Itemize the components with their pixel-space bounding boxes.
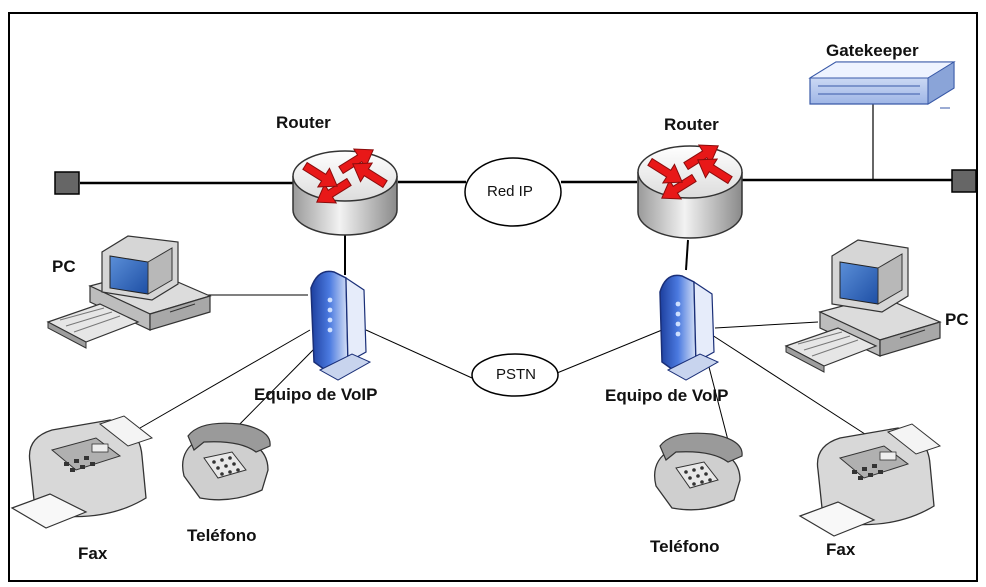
- terminator-left: [54, 171, 80, 195]
- phone-right-label: Teléfono: [650, 537, 720, 556]
- pc-right-icon: [784, 239, 942, 373]
- phone-left-label: Teléfono: [187, 526, 257, 545]
- link-voip-fax-right: [711, 334, 869, 437]
- gatekeeper-icon: [808, 61, 956, 109]
- router-right-label: Router: [664, 115, 719, 134]
- link-voip-pc-right: [714, 321, 819, 329]
- link-voip-pstn-left: [365, 329, 473, 379]
- phone-left-icon: [181, 422, 271, 501]
- pstn-label: PSTN: [496, 366, 537, 383]
- link-router-voip-right: [685, 239, 689, 271]
- router-left-label: Router: [276, 113, 331, 132]
- pc-right-label: PC: [945, 310, 969, 329]
- link-pstn-voip-right: [556, 329, 663, 374]
- router-right-icon: [637, 136, 743, 239]
- pstn-cloud: [471, 353, 559, 397]
- link-voip-phone-left: [227, 344, 319, 437]
- link-voip-fax-left: [139, 329, 311, 429]
- gatekeeper-label: Gatekeeper: [826, 41, 919, 60]
- pc-left-icon: [46, 235, 212, 349]
- voip-device-left-icon: [310, 270, 372, 381]
- fax-right-icon: [798, 423, 942, 537]
- router-left-icon: [292, 140, 398, 236]
- voip-device-right-icon: [659, 274, 720, 381]
- fax-left-icon: [10, 415, 154, 529]
- terminator-right: [951, 169, 977, 193]
- phone-right-icon: [653, 432, 743, 511]
- pc-left-label: PC: [52, 257, 76, 276]
- voip-right-label: Equipo de VoIP: [605, 386, 729, 405]
- red-ip-cloud: [464, 157, 562, 227]
- red-ip-label: Red IP: [487, 183, 533, 200]
- fax-left-label: Fax: [78, 544, 108, 563]
- fax-right-label: Fax: [826, 540, 856, 559]
- voip-left-label: Equipo de VoIP: [254, 385, 378, 404]
